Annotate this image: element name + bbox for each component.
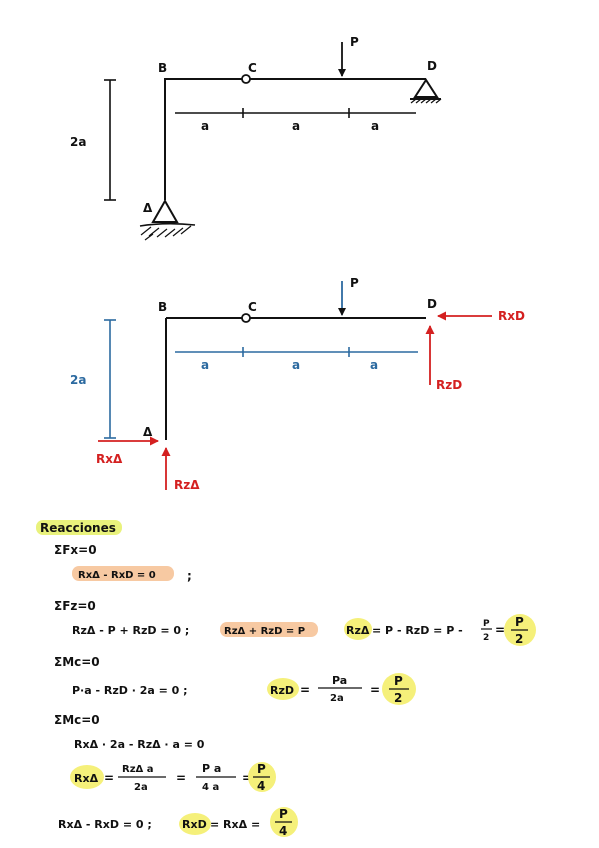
frac-den: 2a [330, 693, 344, 704]
hinge-C [241, 74, 251, 84]
result-den: 2 [515, 632, 523, 646]
frac-den: 2a [134, 782, 148, 793]
eq-mc1: P·a - RzD · 2a = 0 ; [72, 684, 188, 697]
frac-num: P a [202, 762, 221, 775]
sum-fz: ΣFz=0 [54, 599, 96, 613]
label-seg2: a [292, 119, 300, 133]
support-A-pin-icon [139, 198, 196, 241]
eq-rxa-eq: = [104, 771, 114, 785]
label-height: 2a [70, 135, 86, 149]
eq-last-b: = RxΔ = [210, 818, 260, 831]
highlight [179, 813, 211, 835]
label-C: C [248, 300, 257, 314]
eq-mc1-res-a: RzD [270, 684, 294, 697]
frac-num: RzΔ a [122, 764, 154, 775]
label-seg1: a [201, 358, 209, 372]
label-seg3: a [370, 358, 378, 372]
frac-num: Pa [332, 674, 347, 687]
label-seg2: a [292, 358, 300, 372]
hinge-C [241, 313, 251, 323]
highlight [36, 520, 122, 535]
label-A: Δ [143, 425, 153, 439]
label-C: C [248, 61, 257, 75]
result-den: 4 [257, 779, 265, 793]
eq-mc1-res-eq: = [300, 683, 310, 697]
highlight [70, 765, 104, 789]
result-num: P [394, 674, 403, 688]
sum-fx: ΣFx=0 [54, 543, 97, 557]
eq-fz-highlight: RzΔ + RzD = P [224, 626, 305, 637]
diagram-1: B C D Δ P 2a a a a [70, 35, 442, 241]
label-seg3: a [371, 119, 379, 133]
eq-fx: RxΔ - RxD = 0 [78, 570, 156, 581]
highlight [267, 678, 299, 700]
result-num: P [279, 807, 288, 821]
label-height: 2a [70, 373, 86, 387]
eq-fx-tail: ; [187, 569, 192, 583]
frac-den: 2 [483, 633, 489, 643]
highlight [72, 566, 174, 581]
eq-last: RxΔ - RxD = 0 ; [58, 818, 152, 831]
label-RxA: RxΔ [96, 452, 123, 466]
sum-mc-2: ΣMc=0 [54, 713, 100, 727]
eq-mc1-res-eq2: = [370, 683, 380, 697]
label-A: Δ [143, 201, 153, 215]
eq-fz: RzΔ - P + RzD = 0 ; [72, 624, 189, 637]
sum-mc-1: ΣMc=0 [54, 655, 100, 669]
highlight [220, 622, 318, 637]
diagram-2-free-body: B C D Δ P 2a a a a RxD RzD RxΔ RzΔ [70, 276, 525, 492]
label-seg1: a [201, 119, 209, 133]
label-RzA: RzΔ [174, 478, 200, 492]
eq-last-a: RxD [182, 818, 207, 831]
label-RxD: RxD [498, 309, 525, 323]
eq-fz-res-eq: = [495, 623, 505, 637]
label-P: P [350, 276, 359, 290]
reactions-heading: Reacciones [40, 521, 116, 535]
label-D: D [427, 59, 437, 73]
label-B: B [158, 300, 167, 314]
eq-rxa-eq3: = [242, 771, 252, 785]
result-num: P [257, 762, 266, 776]
eq-mc2: RxΔ · 2a - RzΔ · a = 0 [74, 738, 205, 751]
result-den: 2 [394, 691, 402, 705]
eq-fz-res-a: RzΔ [346, 624, 370, 637]
result-num: P [515, 615, 524, 629]
label-B: B [158, 61, 167, 75]
label-RzD: RzD [436, 378, 462, 392]
support-D-pin-icon [410, 78, 442, 104]
label-D: D [427, 297, 437, 311]
label-P: P [350, 35, 359, 49]
highlight [344, 618, 372, 640]
eq-rxa-a: RxΔ [74, 772, 99, 785]
frac-den: 4 a [202, 782, 219, 793]
reactions-section: Reacciones ΣFx=0 RxΔ - RxD = 0 ; ΣFz=0 R… [36, 520, 536, 838]
eq-rxa-eq2: = [176, 771, 186, 785]
frac-num: P [483, 619, 490, 629]
result-den: 4 [279, 824, 287, 838]
eq-fz-res-b: = P - RzD = P - [372, 624, 463, 637]
